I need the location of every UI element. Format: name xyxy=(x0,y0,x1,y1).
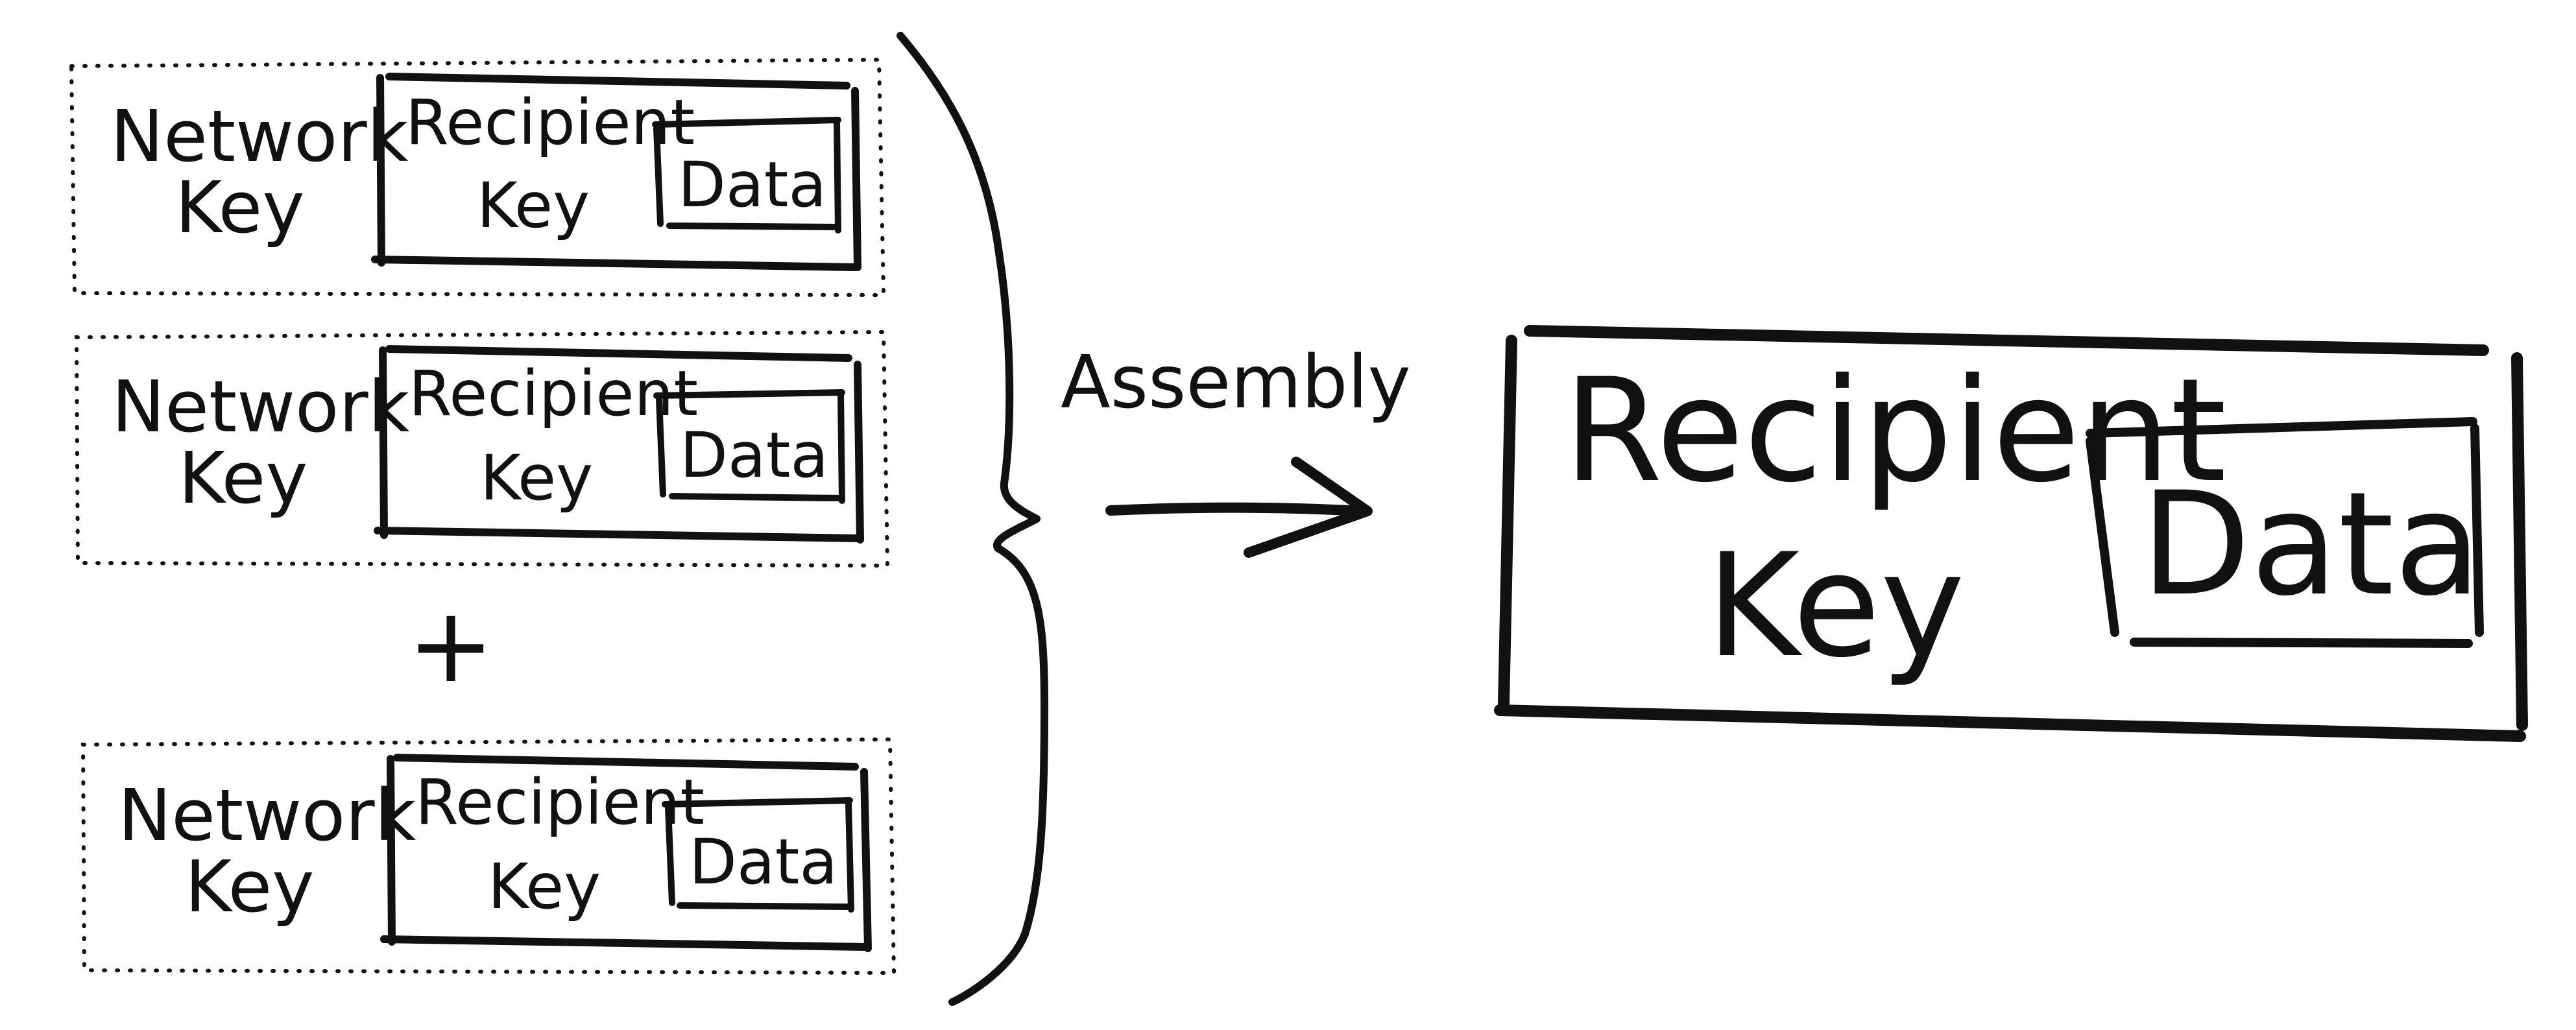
packet-2-recipient-key-line1: Recipient xyxy=(409,357,698,430)
assembly-label: Assembly xyxy=(1061,341,1411,425)
assembly-arrow[interactable] xyxy=(1105,457,1373,558)
packet-2: Network Key Recipient Key Data xyxy=(74,329,890,568)
packet-3-data-box xyxy=(662,797,854,913)
packet-1-recipient-key-line2: Key xyxy=(477,169,590,242)
packet-3-network-envelope xyxy=(80,737,897,976)
assembled-recipient-box xyxy=(1494,325,2528,742)
packet-2-data-box xyxy=(653,389,845,504)
packet-3: Network Key Recipient Key Data xyxy=(80,737,897,976)
packet-1-network-key-line1: Network xyxy=(110,95,409,178)
plus-sign: + xyxy=(407,584,494,706)
packet-1-data-label: Data xyxy=(678,149,826,221)
packet-3-recipient-key-line1: Recipient xyxy=(415,766,704,839)
packet-1: Network Key Recipient Key Data xyxy=(69,57,886,298)
packet-3-data-label: Data xyxy=(689,826,837,898)
packet-3-network-key-line1: Network xyxy=(118,774,416,857)
packet-3-recipient-key-line2: Key xyxy=(488,850,601,923)
packet-2-recipient-box xyxy=(374,345,864,544)
packet-2-network-key-line2: Key xyxy=(178,437,307,520)
assembled-recipient-key-line2: Key xyxy=(1706,523,1965,689)
packet-1-network-key-line2: Key xyxy=(175,166,304,249)
packet-2-data-label: Data xyxy=(680,419,828,492)
packet-1-data-box xyxy=(652,117,841,234)
assembled-data-box xyxy=(2086,417,2484,648)
packet-3-recipient-box xyxy=(380,754,872,952)
assembled-data-label: Data xyxy=(2141,461,2481,627)
packet-1-recipient-box xyxy=(371,73,861,271)
grouping-brace xyxy=(897,32,1048,1006)
packet-1-recipient-key-line1: Recipient xyxy=(405,86,695,159)
packet-2-network-envelope xyxy=(74,329,890,568)
assembled-message: Recipient Key Data xyxy=(1494,325,2528,742)
packet-2-network-key-line1: Network xyxy=(112,365,410,448)
packet-3-network-key-line2: Key xyxy=(185,845,314,928)
packet-2-recipient-key-line2: Key xyxy=(480,442,593,514)
